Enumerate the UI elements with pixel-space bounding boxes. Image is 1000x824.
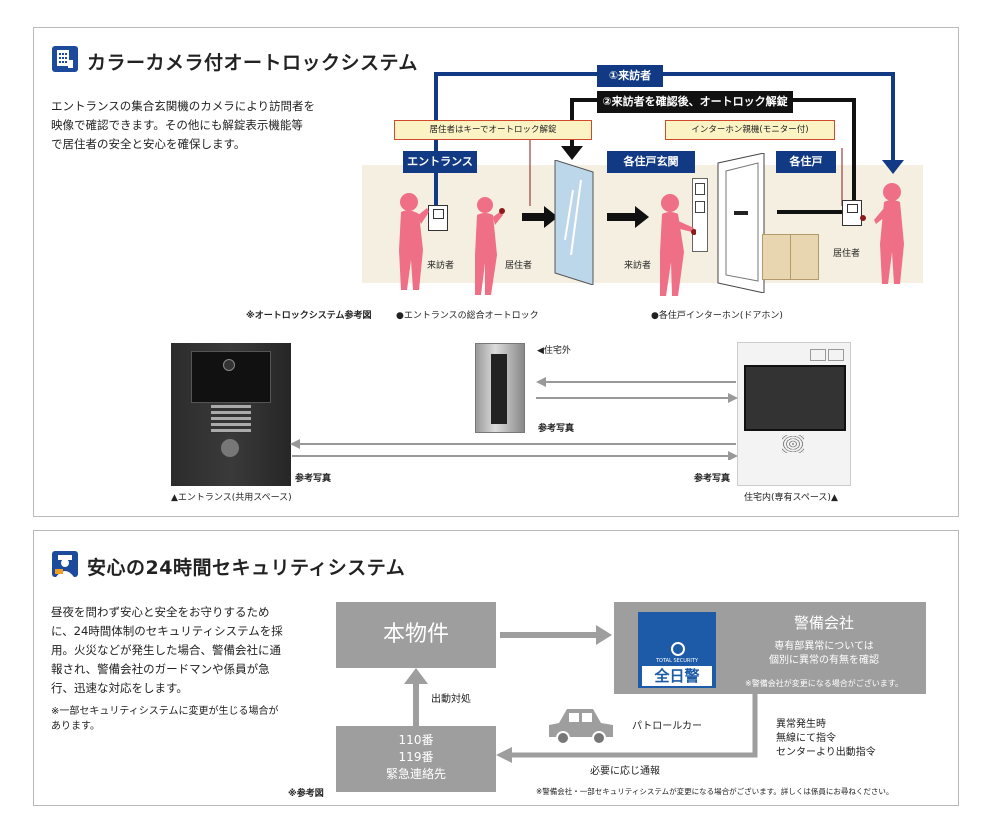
ref-photo-right: 参考写真 bbox=[694, 474, 731, 484]
area-door: 各住戸玄関 bbox=[607, 151, 695, 173]
caption-public-space: ▲エントランス(共用スペース) bbox=[171, 493, 292, 503]
visitor-silhouette-1 bbox=[399, 193, 429, 290]
alert-line: 無線にて指令 bbox=[776, 733, 836, 744]
company-desc: 専有部異常については 個別に異常の有無を確認 bbox=[734, 640, 914, 668]
door-intercom-photo bbox=[475, 343, 525, 433]
tag-resident-key: 居住者はキーでオートロック解錠 bbox=[394, 120, 592, 140]
entrance-console-photo bbox=[171, 343, 291, 486]
note-line: あります。 bbox=[51, 721, 100, 732]
desc-line: 用。火災などが発生した場合、警備会社に通 bbox=[51, 643, 281, 657]
tag-intercom: インターホン親機(モニター付) bbox=[665, 120, 835, 140]
autolock-description: エントランスの集合玄関機のカメラにより訪問者を 映像で確認できます。その他にも解… bbox=[51, 97, 341, 154]
desc-line: 昼夜を問わず安心と安全をお守りするため bbox=[51, 605, 270, 619]
desc-line: 行、迅速な対応をします。 bbox=[51, 681, 188, 695]
security-note: ※一部セキュリティシステムに変更が生じる場合が あります。 bbox=[51, 704, 311, 734]
company-note: ※警備会社が変更になる場合がございます。 bbox=[745, 679, 903, 688]
emergency-line: 緊急連絡先 bbox=[385, 767, 446, 781]
caption-private-space: 住宅内(専有スペース)▲ bbox=[744, 493, 838, 503]
label-outside: ◀住宅外 bbox=[537, 346, 571, 356]
person-label: 居住者 bbox=[833, 249, 861, 259]
company-logo: TOTAL SECURITY 全日警 bbox=[638, 612, 716, 688]
label-dispatch: 出動対処 bbox=[431, 694, 471, 705]
company-desc-line: 個別に異常の有無を確認 bbox=[769, 655, 879, 666]
person-label: 居住者 bbox=[505, 261, 533, 271]
alert-line: 異常発生時 bbox=[776, 719, 826, 730]
cabinet bbox=[762, 234, 819, 280]
security-description: 昼夜を問わず安心と安全をお守りするため に、24時間体制のセキュリティシステムを… bbox=[51, 603, 311, 698]
keypad-icon bbox=[52, 46, 78, 72]
glass-door bbox=[554, 160, 594, 285]
desc-line: 映像で確認できます。その他にも解錠表示機能等 bbox=[51, 118, 303, 132]
autolock-title: カラーカメラ付オートロックシステム bbox=[87, 52, 418, 74]
person-label: 来訪者 bbox=[624, 261, 652, 271]
area-entrance: エントランス bbox=[403, 151, 477, 173]
person-label: 来訪者 bbox=[427, 261, 455, 271]
resident-silhouette-1 bbox=[475, 197, 505, 295]
desc-line: で居住者の安全と安心を確保します。 bbox=[51, 137, 246, 151]
box-property-label: 本物件 bbox=[382, 622, 449, 647]
label-report: 必要に応じ通報 bbox=[590, 766, 660, 777]
door-intercom-module bbox=[692, 178, 708, 252]
ref-photo-left: 参考写真 bbox=[295, 474, 332, 484]
caption-ref-autolock: ※オートロックシステム参考図 bbox=[246, 311, 372, 321]
security-footnote: ※警備会社・一部セキュリティシステムが変更になる場合がございます。詳しくは係員に… bbox=[536, 787, 894, 796]
company-desc-line: 専有部異常については bbox=[774, 641, 874, 652]
patrol-car-icon bbox=[549, 709, 613, 745]
flow-label-visitor: ①来訪者 bbox=[597, 65, 663, 87]
emergency-line: 110番 bbox=[398, 733, 434, 747]
resident-silhouette-2 bbox=[874, 183, 904, 284]
box-property: 本物件 bbox=[336, 602, 496, 668]
guard-icon bbox=[52, 551, 78, 577]
area-unit: 各住戸 bbox=[776, 151, 836, 173]
alert-line: センターより出動指令 bbox=[776, 747, 876, 758]
note-line: ※一部セキュリティシステムに変更が生じる場合が bbox=[51, 706, 279, 717]
desc-line: エントランスの集合玄関機のカメラにより訪問者を bbox=[51, 99, 316, 113]
box-emergency: 110番 119番 緊急連絡先 bbox=[336, 726, 496, 792]
label-alert: 異常発生時 無線にて指令 センターより出動指令 bbox=[776, 718, 876, 760]
wall-strip bbox=[362, 165, 923, 283]
logo-small-text: TOTAL SECURITY bbox=[656, 658, 698, 664]
desc-line: に、24時間体制のセキュリティシステムを採 bbox=[51, 624, 283, 638]
company-title: 警備会社 bbox=[793, 614, 854, 632]
security-title: 安心の24時間セキュリティシステム bbox=[87, 557, 406, 579]
caption-ref-security: ※参考図 bbox=[288, 789, 324, 799]
ref-photo-center: 参考写真 bbox=[538, 424, 575, 434]
emergency-line: 119番 bbox=[398, 750, 434, 764]
wall-monitor-icon bbox=[842, 200, 866, 226]
signal-arrows bbox=[290, 377, 738, 460]
desc-line: 報され、警備会社のガードマンや係員が急 bbox=[51, 662, 270, 676]
unit-door bbox=[717, 153, 765, 293]
entrance-panel-icon bbox=[428, 205, 448, 231]
indoor-monitor-photo bbox=[737, 342, 851, 486]
logo-mark-icon bbox=[671, 642, 685, 656]
label-patrol: パトロールカー bbox=[632, 721, 702, 732]
box-security-company: TOTAL SECURITY 全日警 警備会社 専有部異常については 個別に異常… bbox=[614, 602, 926, 694]
logo-main-text: 全日警 bbox=[642, 666, 712, 686]
visitor-silhouette-2 bbox=[660, 194, 696, 296]
caption-door-intercom: ●各住戸インターホン(ドアホン) bbox=[651, 311, 783, 321]
security-arrows bbox=[404, 625, 758, 763]
caption-entrance-autolock: ●エントランスの総合オートロック bbox=[396, 311, 539, 321]
flow-label-unlock: ②来訪者を確認後、オートロック解錠 bbox=[597, 91, 793, 113]
